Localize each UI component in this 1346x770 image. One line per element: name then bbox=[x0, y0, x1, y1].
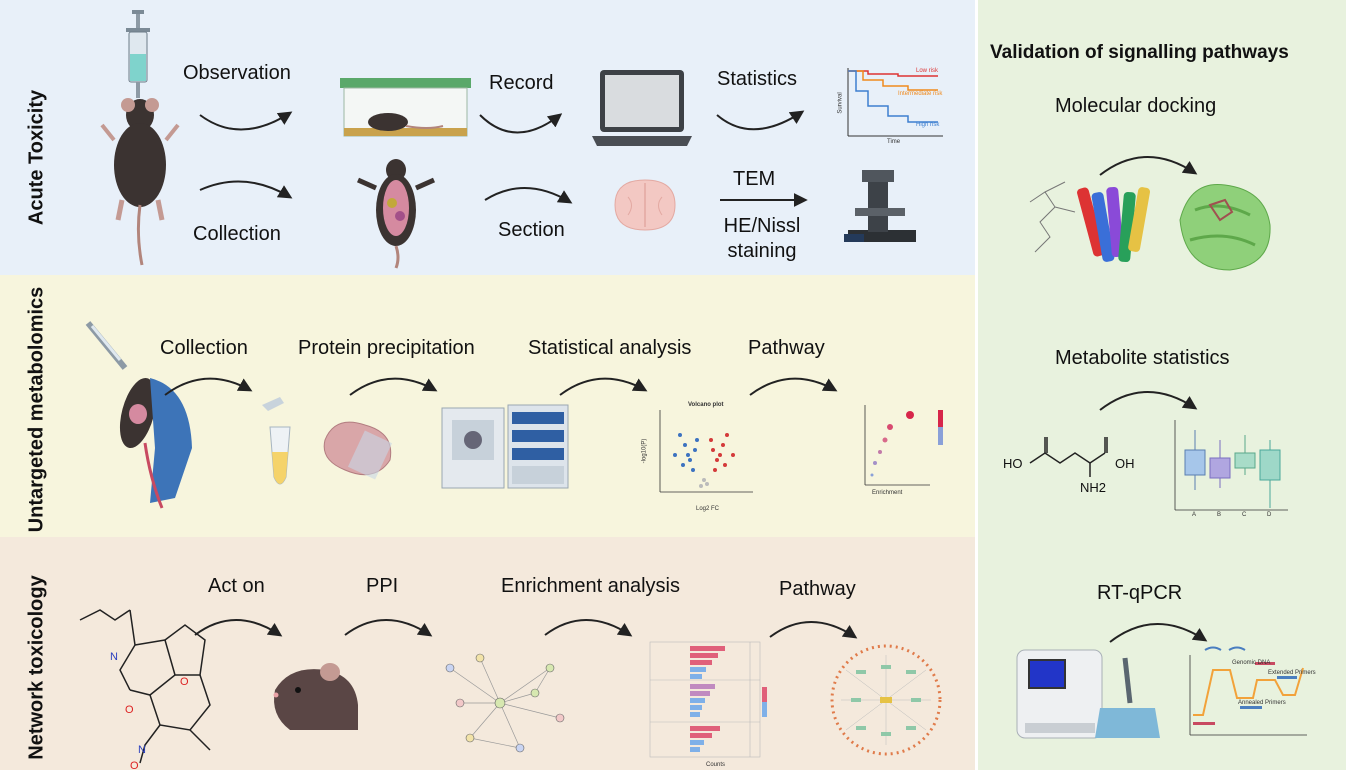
rt-qpcr-label: RT-qPCR bbox=[1097, 582, 1183, 604]
tem-divider bbox=[720, 193, 808, 207]
statistical-analysis-label: Statistical analysis bbox=[528, 337, 692, 359]
staining-label: staining bbox=[727, 240, 797, 262]
box-label-b: B bbox=[1217, 512, 1222, 518]
injection-mouse-icon bbox=[85, 321, 192, 509]
pcr-label-genomic: Genomic DNA bbox=[1232, 660, 1271, 666]
arrow-observation bbox=[199, 111, 293, 131]
pcr-label-extended: Extended Primers bbox=[1268, 670, 1316, 676]
network-toxicology-panel bbox=[0, 537, 975, 770]
svg-text:N: N bbox=[110, 651, 118, 663]
molecular-docking-label: Molecular docking bbox=[1055, 95, 1217, 117]
survival-legend-intermediate: Intermediate risk bbox=[898, 91, 943, 97]
acute-toxicity-label: Acute Toxicity bbox=[25, 89, 48, 226]
docked-protein-icon bbox=[1179, 183, 1271, 271]
arrow-act-on bbox=[194, 619, 283, 637]
arrow-metabolite bbox=[1099, 391, 1198, 411]
volcano-xlabel: Log2 FC bbox=[696, 506, 720, 512]
arrow-record bbox=[479, 113, 563, 134]
svg-text:O: O bbox=[130, 760, 139, 770]
arrow-enrichment bbox=[544, 619, 633, 637]
survival-legend-high: High risk bbox=[916, 122, 940, 128]
pcr-curve-chart bbox=[1189, 646, 1307, 736]
arrow-statistics bbox=[716, 110, 805, 131]
volcano-plot bbox=[659, 410, 753, 493]
arrow-section bbox=[484, 187, 573, 204]
molecule-structure-icon: N N O O O bbox=[79, 609, 211, 770]
microscope-icon bbox=[844, 170, 916, 242]
section-label: Section bbox=[498, 219, 565, 241]
box-label-d: D bbox=[1267, 512, 1272, 518]
pathway-label-metab: Pathway bbox=[748, 337, 825, 359]
mouse-head-icon bbox=[273, 663, 358, 730]
arrow-docking bbox=[1099, 156, 1198, 176]
tem-label: TEM bbox=[733, 168, 776, 190]
survival-legend-low: Low risk bbox=[916, 68, 939, 74]
survival-xlabel: Time bbox=[887, 139, 901, 145]
glutamate-structure-icon bbox=[1029, 437, 1108, 477]
arrow-statistical bbox=[559, 377, 648, 396]
arrow-ppi bbox=[344, 619, 433, 637]
boxplot-chart bbox=[1174, 420, 1288, 511]
syringe-icon bbox=[126, 10, 150, 98]
protein-precipitation-label: Protein precipitation bbox=[298, 337, 475, 359]
dissected-mouse-icon bbox=[356, 159, 436, 269]
arrow-collection-metab bbox=[164, 377, 253, 396]
brain-section-icon bbox=[614, 179, 676, 231]
tissue-icon bbox=[323, 421, 393, 480]
arrow-rtqpcr bbox=[1109, 623, 1208, 643]
tube-icon bbox=[262, 397, 291, 485]
enrichment-dot-plot bbox=[864, 405, 943, 486]
statistics-label: Statistics bbox=[717, 68, 798, 90]
box-label-a: A bbox=[1192, 512, 1197, 518]
pcr-machine-icon bbox=[1016, 649, 1160, 739]
svg-text:O: O bbox=[180, 676, 189, 688]
enrichment-bar-chart bbox=[649, 641, 767, 758]
untargeted-metabolomics-label: Untargeted metabolomics bbox=[25, 286, 48, 533]
validation-title: Validation of signalling pathways bbox=[990, 42, 1289, 63]
ppi-label: PPI bbox=[366, 575, 399, 597]
protein-structure-icon bbox=[1029, 181, 1151, 263]
arrow-pathway-network bbox=[769, 621, 858, 639]
act-on-label: Act on bbox=[208, 575, 265, 597]
box-label-c: C bbox=[1242, 512, 1247, 518]
svg-text:O: O bbox=[125, 704, 134, 716]
metabolite-statistics-label: Metabolite statistics bbox=[1055, 347, 1230, 369]
cage-icon bbox=[340, 78, 471, 137]
observation-label: Observation bbox=[183, 62, 291, 84]
pathway-network bbox=[830, 644, 942, 756]
collection-label-metab: Collection bbox=[160, 337, 248, 359]
he-nissl-label: HE/Nissl bbox=[723, 215, 801, 237]
validation-panel bbox=[978, 0, 1346, 770]
mouse-icon bbox=[100, 98, 180, 266]
acute-toxicity-panel bbox=[0, 0, 975, 275]
chem-nh2: NH2 bbox=[1080, 480, 1107, 495]
network-toxicology-label: Network toxicology bbox=[25, 575, 48, 760]
record-label: Record bbox=[489, 72, 554, 94]
ppi-network bbox=[445, 653, 565, 753]
survival-chart bbox=[847, 68, 943, 137]
arrow-collection-acute bbox=[199, 180, 293, 199]
laptop-icon bbox=[592, 70, 692, 146]
chem-ho: HO bbox=[1003, 456, 1023, 471]
enrichment-analysis-label: Enrichment analysis bbox=[501, 575, 680, 597]
enrichment-xlabel: Enrichment bbox=[872, 490, 903, 496]
volcano-title: Volcano plot bbox=[688, 402, 724, 408]
lcms-instrument-icon bbox=[441, 404, 569, 489]
volcano-ylabel: -log10(P) bbox=[641, 438, 648, 464]
pcr-label-annealed: Annealed Primers bbox=[1238, 700, 1286, 706]
arrow-protein bbox=[349, 377, 438, 396]
pathway-label-network: Pathway bbox=[779, 578, 856, 600]
svg-text:N: N bbox=[138, 744, 146, 756]
survival-ylabel: Survival bbox=[837, 92, 844, 114]
enrichment-bar-xlabel: Counts bbox=[706, 762, 726, 768]
chem-oh: OH bbox=[1115, 456, 1135, 471]
collection-label-acute: Collection bbox=[193, 223, 281, 245]
arrow-pathway-metab bbox=[749, 377, 838, 396]
